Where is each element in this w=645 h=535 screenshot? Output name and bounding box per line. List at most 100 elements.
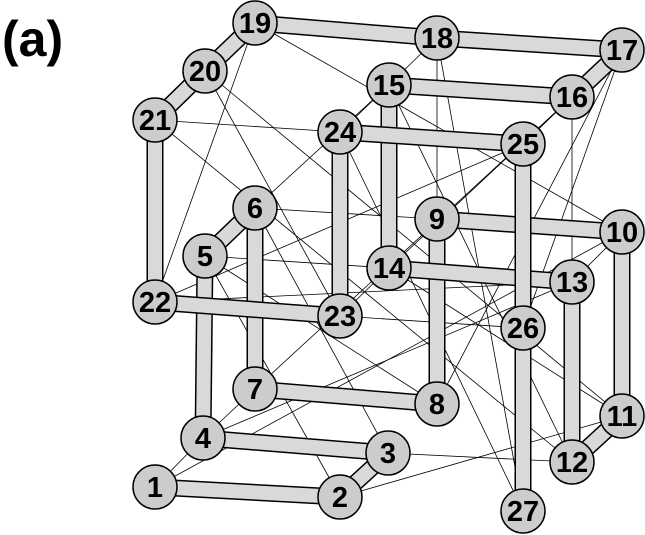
- bond-7-8: [246, 380, 446, 413]
- lattice-edge-13-22: [154, 281, 573, 303]
- node-4: 4: [180, 415, 226, 461]
- node-label-8: 8: [429, 389, 445, 421]
- node-25: 25: [500, 121, 546, 167]
- node-circle-22: [132, 279, 178, 325]
- node-label-27: 27: [507, 496, 539, 528]
- lattice-edge-12-21: [154, 119, 573, 463]
- node-8: 8: [414, 381, 460, 427]
- node-label-7: 7: [247, 374, 263, 406]
- node-circle-7: [232, 366, 278, 412]
- node-circle-10: [599, 209, 645, 255]
- node-label-18: 18: [421, 23, 453, 55]
- node-label-20: 20: [189, 56, 221, 88]
- node-label-17: 17: [606, 35, 638, 67]
- node-circle-5: [182, 233, 228, 279]
- node-label-15: 15: [373, 70, 405, 102]
- node-label-23: 23: [324, 301, 356, 333]
- node-label-21: 21: [139, 105, 171, 137]
- node-circle-24: [317, 109, 363, 155]
- node-label-3: 3: [380, 438, 396, 470]
- node-27: 27: [500, 488, 546, 534]
- bond-1-2: [146, 478, 349, 506]
- node-circle-9: [414, 196, 460, 242]
- node-26: 26: [500, 305, 546, 351]
- lattice-edge-4-13: [202, 281, 573, 439]
- lattice-edge-21-24: [154, 119, 341, 133]
- node-circle-3: [365, 430, 411, 476]
- node-circle-12: [549, 439, 595, 485]
- node-label-5: 5: [197, 241, 213, 273]
- node-circle-1: [132, 464, 178, 510]
- node-circle-19: [232, 0, 278, 46]
- node-15: 15: [366, 62, 412, 108]
- bond-3-4: [194, 429, 397, 462]
- node-21: 21: [132, 97, 178, 143]
- node-circle-14: [366, 245, 412, 291]
- bond-17-18: [428, 29, 631, 59]
- bond-22-23: [146, 293, 349, 325]
- lattice-edge-3-12: [387, 452, 573, 463]
- node-label-11: 11: [607, 401, 638, 433]
- node-circle-16: [549, 74, 595, 120]
- node-14: 14: [366, 245, 412, 291]
- lattice-edge-3-6: [254, 207, 389, 454]
- node-circle-15: [366, 62, 412, 108]
- node-22: 22: [132, 279, 178, 325]
- node-circle-11: [599, 393, 645, 439]
- node-circle-23: [317, 293, 363, 339]
- node-circle-13: [549, 259, 595, 305]
- node-16: 16: [549, 74, 595, 120]
- node-circle-4: [180, 415, 226, 461]
- node-label-2: 2: [332, 482, 348, 514]
- node-circle-17: [599, 27, 645, 73]
- node-12: 12: [549, 439, 595, 485]
- node-5: 5: [182, 233, 228, 279]
- node-circle-18: [414, 15, 460, 61]
- bond-15-16: [380, 76, 581, 106]
- lattice-edge-10-19: [254, 22, 623, 233]
- node-24: 24: [317, 109, 363, 155]
- bond-4-5: [194, 247, 214, 447]
- lattice-edge-19-22: [154, 22, 256, 303]
- node-circle-8: [414, 381, 460, 427]
- node-circle-26: [500, 305, 546, 351]
- node-circle-21: [132, 97, 178, 143]
- node-18: 18: [414, 15, 460, 61]
- node-label-26: 26: [507, 313, 539, 345]
- node-label-24: 24: [324, 117, 356, 149]
- node-2: 2: [317, 474, 363, 520]
- node-9: 9: [414, 196, 460, 242]
- node-label-14: 14: [373, 253, 405, 285]
- node-13: 13: [549, 259, 595, 305]
- node-label-10: 10: [606, 217, 638, 249]
- node-label-12: 12: [556, 447, 588, 479]
- node-20: 20: [182, 48, 228, 94]
- panel-label: (a): [2, 11, 64, 67]
- node-label-1: 1: [147, 472, 163, 504]
- node-circle-2: [317, 474, 363, 520]
- node-6: 6: [232, 185, 278, 231]
- node-label-6: 6: [247, 193, 263, 225]
- node-label-22: 22: [139, 287, 171, 319]
- node-1: 1: [132, 464, 178, 510]
- node-circle-27: [500, 488, 546, 534]
- node-11: 11: [599, 393, 645, 439]
- bond-18-19: [246, 14, 446, 47]
- lattice-edge-6-15: [254, 84, 390, 209]
- node-label-19: 19: [239, 8, 271, 40]
- lattice-edge-5-14: [204, 255, 390, 269]
- node-10: 10: [599, 209, 645, 255]
- node-3: 3: [365, 430, 411, 476]
- node-23: 23: [317, 293, 363, 339]
- node-label-13: 13: [556, 267, 588, 299]
- node-19: 19: [232, 0, 278, 46]
- node-circle-6: [232, 185, 278, 231]
- bond-24-25: [331, 123, 532, 153]
- node-label-4: 4: [195, 423, 211, 455]
- node-label-25: 25: [507, 129, 539, 161]
- bond-13-14: [380, 259, 581, 291]
- node-label-16: 16: [556, 82, 588, 114]
- node-circle-25: [500, 121, 546, 167]
